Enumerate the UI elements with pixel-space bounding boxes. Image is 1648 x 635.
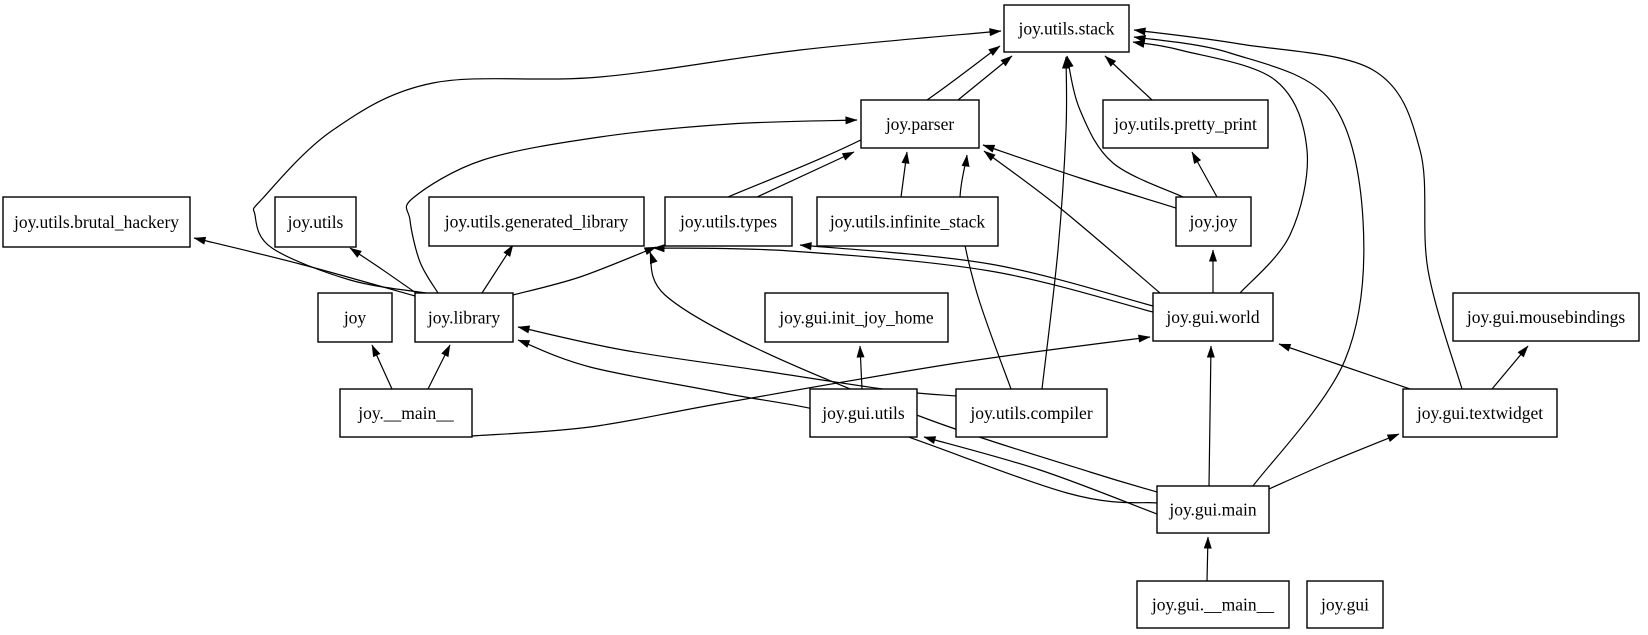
node-joy-gui-utils: joy.gui.utils: [809, 388, 918, 438]
edge-joy-utils-compiler-to-joy-utils-stack: [1041, 56, 1071, 390]
node-label-joy-main-module: joy.__main__: [357, 403, 454, 423]
node-label-joy-utils-pretty-print: joy.utils.pretty_print: [1113, 114, 1257, 134]
node-joy-gui-mousebindings: joy.gui.mousebindings: [1452, 292, 1640, 342]
edge-joy-joy-to-joy-utils-pretty-print: [1191, 151, 1218, 198]
node-joy-utils-generated-library: joy.utils.generated_library: [428, 196, 645, 247]
edge-joy-gui-main-to-joy-library: [517, 339, 1158, 504]
node-label-joy: joy: [343, 308, 367, 328]
node-label-joy-utils: joy.utils: [287, 212, 344, 232]
node-box-joy-utils-brutal-hackery: [2, 196, 191, 248]
edge-joy-joy-to-joy-parser: [982, 144, 1177, 209]
edge-joy-gui-textwidget-to-joy-gui-world: [1278, 343, 1411, 390]
node-label-joy-utils-infinite-stack: joy.utils.infinite_stack: [829, 212, 986, 232]
node-box-joy-utils-types: [664, 196, 793, 247]
edge-joy-gui-main-to-joy-gui-utils: [923, 436, 1158, 515]
node-joy-parser: joy.parser: [860, 99, 980, 149]
edge-joy-main-module-to-joy-library: [427, 344, 451, 390]
node-box-joy-utils: [274, 196, 357, 248]
node-label-joy-gui: joy.gui: [1320, 595, 1369, 615]
node-label-joy-gui-textwidget: joy.gui.textwidget: [1416, 403, 1543, 423]
node-box-joy-gui-mousebindings: [1452, 292, 1640, 342]
edge-joy-library-to-joy-parser: [405, 116, 858, 294]
node-label-joy-gui-mousebindings: joy.gui.mousebindings: [1466, 307, 1626, 327]
edge-joy-library-to-joy-utils-types: [512, 246, 657, 296]
node-box-joy-library: [414, 292, 514, 343]
node-joy: joy: [317, 292, 393, 343]
node-joy-gui-main-module: joy.gui.__main__: [1136, 580, 1290, 629]
node-box-joy-utils-infinite-stack: [816, 196, 999, 247]
edge-joy-gui-textwidget-to-joy-gui-mousebindings: [1491, 345, 1529, 390]
node-box-joy-gui-init-joy-home: [764, 292, 949, 343]
node-label-joy-gui-init-joy-home: joy.gui.init_joy_home: [778, 308, 934, 328]
node-box-joy-gui-main-module: [1136, 580, 1290, 629]
node-label-joy-parser: joy.parser: [885, 114, 955, 134]
edge-joy-gui-utils-to-joy-gui-init-joy-home: [856, 345, 865, 390]
edge-joy-gui-main-module-to-joy-gui-main: [1203, 536, 1212, 582]
node-joy-utils-stack: joy.utils.stack: [1003, 4, 1130, 53]
nodes-layer: joy.utils.stack joy.parser joy.utils.prett…: [2, 4, 1640, 629]
edge-joy-gui-world-to-joy-utils-generated-library: [652, 244, 1154, 313]
node-label-joy-utils-types: joy.utils.types: [679, 212, 777, 232]
edge-joy-gui-main-to-joy-gui-textwidget: [1268, 433, 1400, 490]
node-joy-main-module: joy.__main__: [339, 388, 473, 438]
node-box-joy-gui-utils: [809, 388, 918, 438]
node-box-joy-gui-textwidget: [1402, 388, 1558, 438]
node-label-joy-utils-compiler: joy.utils.compiler: [969, 403, 1092, 423]
edge-joy-joy-to-joy-utils-stack: [1065, 55, 1184, 198]
edge-joy-library-to-joy-utils: [349, 247, 417, 294]
edge-joy-gui-world-to-joy-utils-types: [799, 242, 1154, 307]
node-joy-library: joy.library: [414, 292, 514, 343]
node-joy-gui-init-joy-home: joy.gui.init_joy_home: [764, 292, 949, 343]
node-box-joy-gui-main: [1156, 485, 1270, 534]
node-label-joy-gui-utils: joy.gui.utils: [821, 403, 905, 423]
edge-joy-library-to-joy-utils-generated-library: [481, 244, 514, 294]
node-box-joy-main-module: [339, 388, 473, 438]
node-joy-utils-pretty-print: joy.utils.pretty_print: [1102, 99, 1269, 149]
node-joy-gui-world: joy.gui.world: [1152, 292, 1274, 342]
node-box-joy-utils-pretty-print: [1102, 99, 1269, 149]
edge-joy-gui-main-to-joy-utils-stack: [1133, 34, 1365, 487]
edge-joy-utils-types-to-joy-parser: [756, 151, 855, 198]
node-label-joy-utils-brutal-hackery: joy.utils.brutal_hackery: [13, 212, 179, 232]
node-joy-utils-types: joy.utils.types: [664, 196, 793, 247]
node-box-joy-parser: [860, 99, 980, 149]
node-box-joy-utils-stack: [1003, 4, 1130, 53]
node-joy-utils-compiler: joy.utils.compiler: [955, 388, 1108, 438]
edge-joy-main-module-to-joy-gui-world: [471, 334, 1151, 437]
node-joy-utils: joy.utils: [274, 196, 357, 248]
node-label-joy-utils-generated-library: joy.utils.generated_library: [444, 212, 629, 232]
edge-joy-gui-world-to-joy-parser: [983, 150, 1161, 294]
node-joy-joy: joy.joy: [1175, 196, 1252, 247]
edges-layer: [193, 27, 1529, 582]
node-label-joy-utils-stack: joy.utils.stack: [1017, 19, 1114, 39]
node-joy-gui-textwidget: joy.gui.textwidget: [1402, 388, 1558, 438]
node-joy-gui: joy.gui: [1306, 580, 1384, 629]
node-label-joy-joy: joy.joy: [1189, 212, 1238, 232]
node-box-joy-utils-generated-library: [428, 196, 645, 247]
edge-joy-gui-world-to-joy-utils-stack: [1132, 39, 1309, 294]
edge-joy-parser-to-joy-utils-stack: [957, 55, 1013, 101]
node-label-joy-gui-main-module: joy.gui.__main__: [1151, 595, 1275, 615]
edge-joy-library-to-joy-utils-brutal-hackery: [193, 236, 416, 297]
node-box-joy-gui-world: [1152, 292, 1274, 342]
node-joy-gui-main: joy.gui.main: [1156, 485, 1270, 534]
edge-joy-main-module-to-joy: [371, 344, 393, 390]
edge-joy-library-to-joy-utils-stack: [252, 28, 1002, 294]
node-joy-utils-brutal-hackery: joy.utils.brutal_hackery: [2, 196, 191, 248]
node-label-joy-library: joy.library: [427, 308, 500, 328]
edge-joy-utils-infinite-stack-to-joy-parser: [900, 151, 910, 198]
node-label-joy-gui-world: joy.gui.world: [1165, 307, 1259, 327]
node-box-joy-joy: [1175, 196, 1252, 247]
node-box-joy-utils-compiler: [955, 388, 1108, 438]
edge-joy-utils-compiler-to-joy-parser: [959, 154, 1012, 390]
edge-joy-utils-pretty-print-to-joy-utils-stack: [1104, 55, 1153, 101]
edge-joy-gui-textwidget-to-joy-utils-stack: [1133, 27, 1463, 390]
node-box-joy: [317, 292, 393, 343]
node-box-joy-gui: [1306, 580, 1384, 629]
node-joy-utils-infinite-stack: joy.utils.infinite_stack: [816, 196, 999, 247]
edge-joy-gui-main-to-joy-gui-world: [1206, 345, 1215, 487]
node-label-joy-gui-main: joy.gui.main: [1168, 500, 1257, 520]
